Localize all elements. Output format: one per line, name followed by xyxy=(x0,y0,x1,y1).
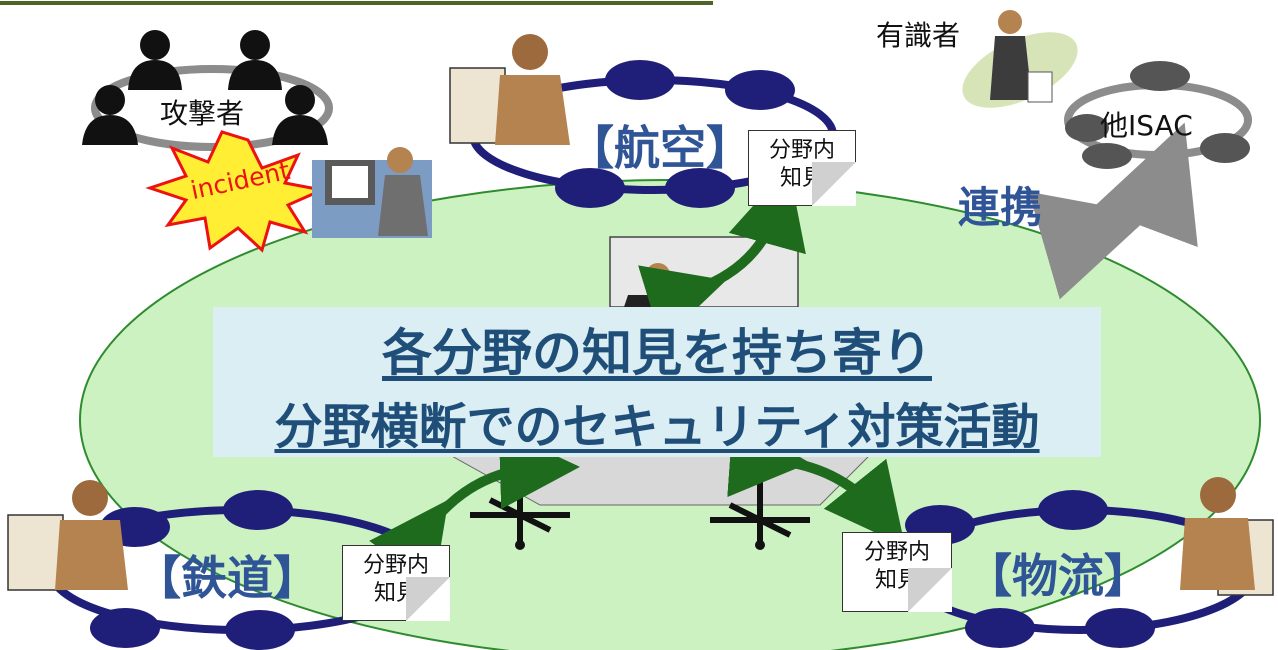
expert-icon xyxy=(962,10,1078,108)
incident-burst xyxy=(145,130,328,253)
page-fold-icon xyxy=(908,568,952,612)
sector-logistics-label: 【物流】 xyxy=(966,549,1150,603)
facilitator-icon xyxy=(609,236,799,308)
headline-line1: 各分野の知見を持ち寄り xyxy=(382,324,932,382)
knowledge-note-railway: 分野内 知見 xyxy=(342,545,450,621)
cooperation-label: 連携 xyxy=(958,183,1043,232)
aviation-person-icon xyxy=(449,34,570,145)
victim-worker-icon xyxy=(312,147,432,238)
page-fold-icon xyxy=(812,162,856,206)
railway-person-icon xyxy=(7,480,128,591)
expert-label: 有識者 xyxy=(876,19,961,52)
knowledge-note-aviation: 分野内 知見 xyxy=(748,130,856,206)
railway-group xyxy=(7,480,434,650)
attacker-group xyxy=(82,30,333,151)
arrow-cooperation xyxy=(1028,122,1198,300)
sector-railway-label: 【鉄道】 xyxy=(135,551,319,605)
arrow-railway xyxy=(369,429,580,588)
headline-line2: 分野横断でのセキュリティ対策活動 xyxy=(274,399,1040,455)
knowledge-note-logistics: 分野内 知見 xyxy=(842,532,952,612)
attacker-silhouettes-icon xyxy=(82,30,328,145)
headline-banner: 各分野の知見を持ち寄り 分野横断でのセキュリティ対策活動 xyxy=(213,307,1101,457)
knowledge-note-line1: 分野内 xyxy=(863,540,930,565)
attacker-ring xyxy=(91,65,333,151)
other-isac-label: 他ISAC xyxy=(1100,109,1193,142)
attacker-label: 攻撃者 xyxy=(160,97,245,130)
aviation-group xyxy=(449,34,837,208)
logistics-person-icon xyxy=(1180,477,1274,596)
arrow-logistics xyxy=(727,417,906,547)
arrow-aviation xyxy=(638,166,806,342)
knowledge-note-line1: 分野内 xyxy=(768,138,835,163)
page-fold-icon xyxy=(406,577,450,621)
knowledge-note-line1: 分野内 xyxy=(362,553,429,578)
sector-aviation-label: 【航空】 xyxy=(568,121,752,175)
